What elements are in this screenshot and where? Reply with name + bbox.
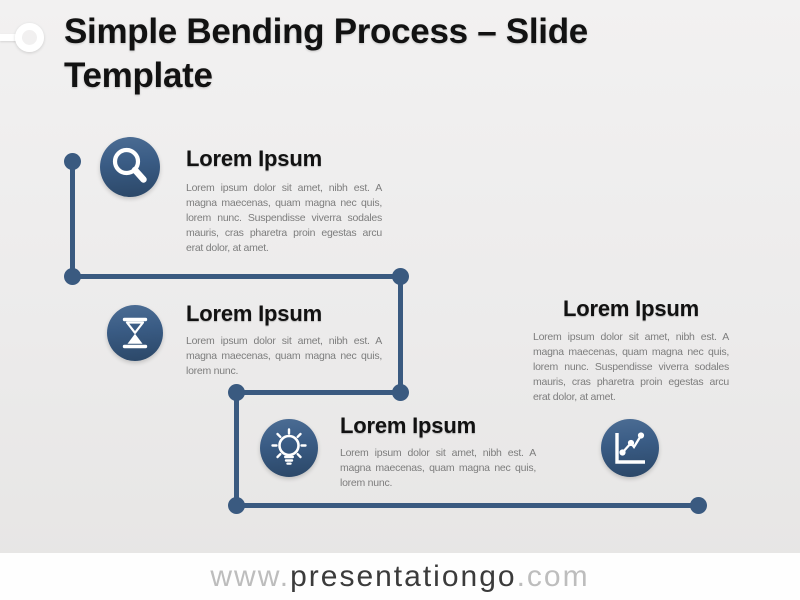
- step3-node: [260, 419, 318, 477]
- footer-bar: www.presentationgo.com: [0, 553, 800, 600]
- ring-ornament-stub: [0, 34, 21, 41]
- step3-heading: Lorem Ipsum: [340, 413, 476, 438]
- step1-body: Lorem ipsum dolor sit amet, nibh est. A …: [186, 182, 382, 254]
- connector-dot-bend2: [391, 267, 409, 285]
- footer-url-com: .com: [516, 560, 590, 593]
- connector-dot-bend1: [63, 267, 81, 285]
- step2-heading: Lorem Ipsum: [186, 301, 322, 326]
- step4-node: [601, 419, 659, 477]
- connector-segment-h2: [236, 389, 400, 395]
- line-chart-icon: [615, 432, 645, 464]
- connector-dot-bend5: [227, 496, 245, 514]
- step4-body: Lorem ipsum dolor sit amet, nibh est. A …: [533, 331, 729, 403]
- ring-ornament-icon: [15, 23, 44, 52]
- footer-url: www.presentationgo.com: [210, 553, 589, 600]
- hourglass-icon: [122, 317, 148, 349]
- footer-url-domain: presentationgo: [290, 560, 517, 593]
- step2-body: Lorem ipsum dolor sit amet, nibh est. A …: [186, 335, 382, 377]
- step2-node: [107, 305, 163, 361]
- connector-segment-h1: [72, 273, 400, 279]
- lightbulb-icon: [271, 428, 307, 465]
- connector-dot-bend3: [391, 383, 409, 401]
- connector-dot-bend4: [227, 383, 245, 401]
- slide-title: Simple Bending Process – Slide Template: [64, 12, 588, 95]
- connector-segment-h3: [236, 502, 698, 508]
- magnifier-icon: [112, 147, 147, 183]
- step1-node: [100, 137, 160, 197]
- connector-segment-v3: [233, 392, 239, 505]
- connector-segment-v1: [69, 161, 75, 276]
- connector-segment-v2: [397, 276, 403, 392]
- footer-url-www: www.: [210, 560, 291, 593]
- step4-heading: Lorem Ipsum: [563, 296, 699, 321]
- connector-dot-start: [63, 152, 81, 170]
- step1-heading: Lorem Ipsum: [186, 146, 322, 171]
- step3-body: Lorem ipsum dolor sit amet, nibh est. A …: [340, 447, 536, 489]
- connector-dot-end: [689, 496, 707, 514]
